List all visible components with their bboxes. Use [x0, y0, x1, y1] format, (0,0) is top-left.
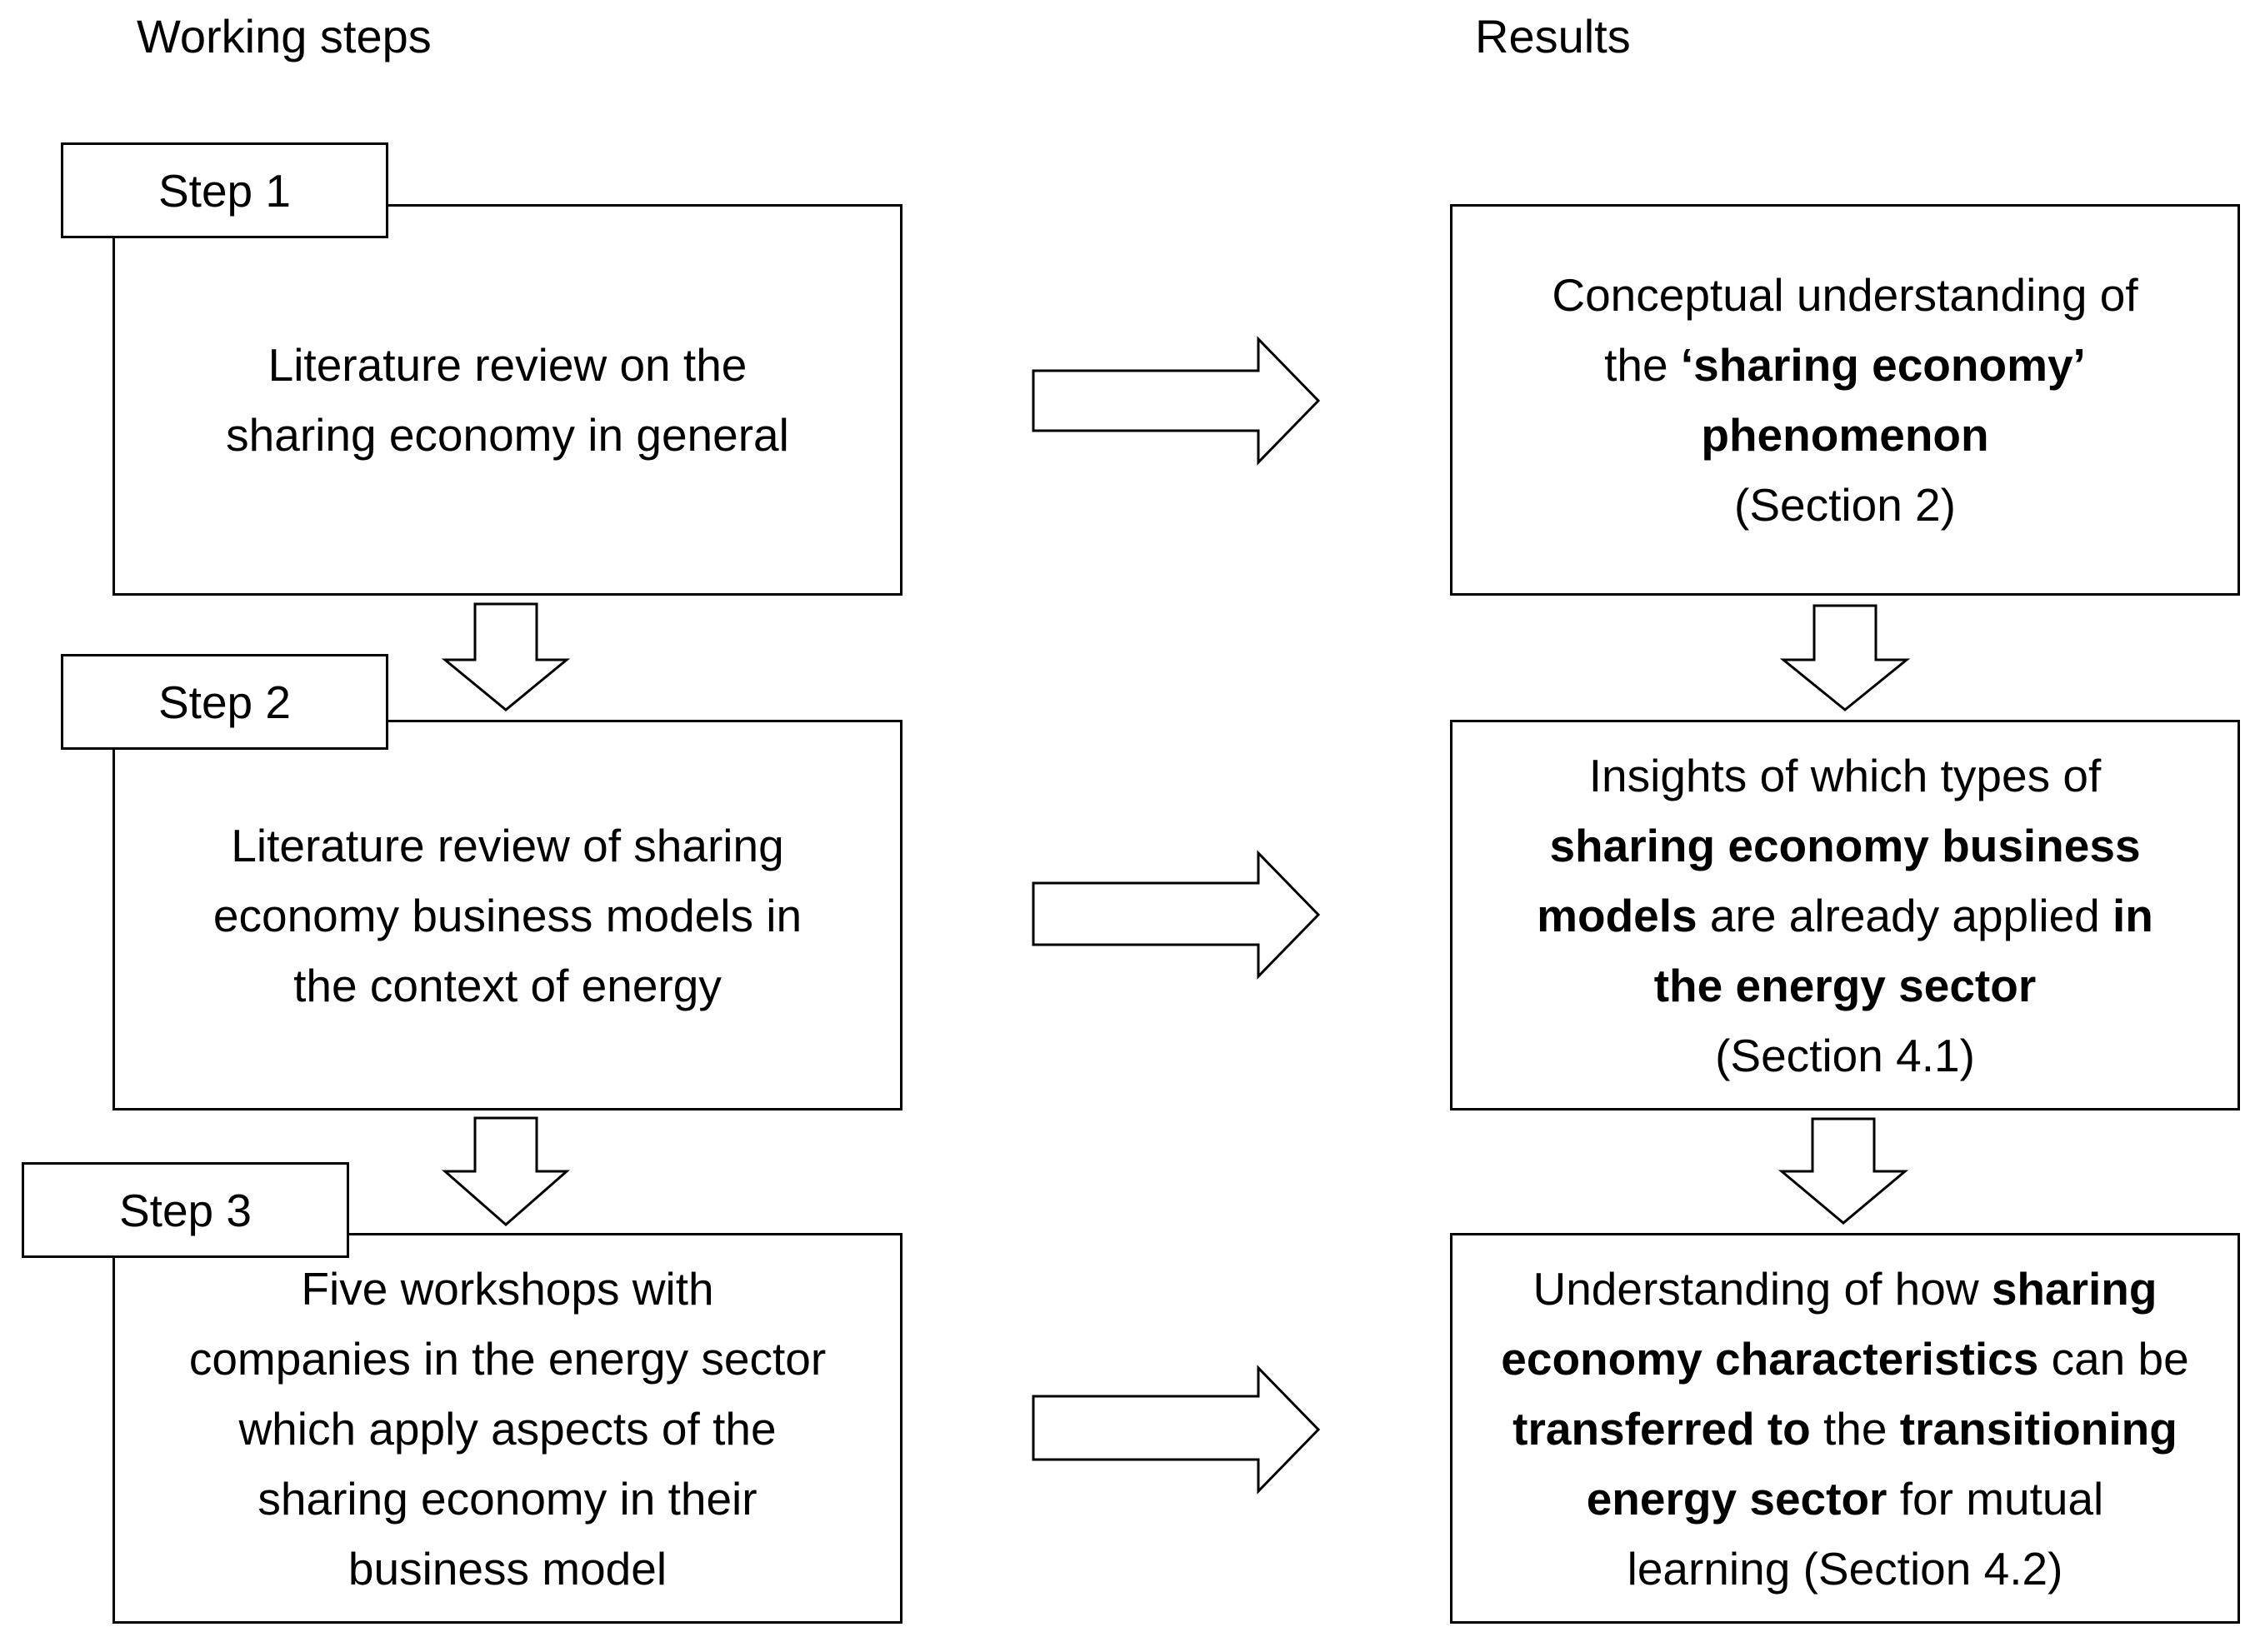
result-3-line: Understanding of how sharing [1532, 1254, 2157, 1324]
result-3-line: transferred to the transitioning [1512, 1394, 2178, 1464]
step-3-text: which apply aspects of the [238, 1402, 777, 1455]
bold-text: ‘sharing economy’ [1680, 339, 2086, 391]
down-arrow-icon [442, 1116, 570, 1226]
result-1-line: (Section 2) [1734, 470, 1956, 540]
result-2-box: Insights of which types of sharing econom… [1450, 720, 2240, 1110]
plain-text: the [1810, 1402, 1900, 1455]
result-2-line: (Section 4.1) [1715, 1021, 1975, 1091]
bold-text: sharing economy business [1549, 819, 2141, 871]
step-3-tab: Step 3 [22, 1162, 349, 1258]
result-3-line: learning (Section 4.2) [1628, 1534, 2063, 1604]
down-arrow-icon [1778, 1117, 1909, 1225]
result-3-line: energy sector for mutual [1587, 1464, 2104, 1534]
bold-text: energy sector [1586, 1472, 1888, 1525]
step-3-text: sharing economy in their [258, 1472, 758, 1525]
step-1-tab: Step 1 [61, 142, 388, 238]
bold-text: economy characteristics [1501, 1332, 2039, 1385]
bold-text: the energy sector [1653, 959, 2037, 1011]
result-1-line: Conceptual understanding of [1552, 260, 2138, 330]
step-3-box: Five workshops with companies in the ene… [112, 1233, 902, 1624]
step-2-text: economy business models in [212, 889, 802, 941]
plain-text: (Section 2) [1734, 479, 1956, 531]
step-2-text: Literature review of sharing [231, 819, 784, 871]
down-arrow-icon [1779, 604, 1911, 711]
plain-text: the [1604, 339, 1681, 391]
step-1-text: Literature review on the [268, 339, 748, 391]
bold-text: transferred to [1512, 1402, 1811, 1455]
plain-text: learning (Section 4.2) [1627, 1542, 2063, 1595]
plain-text: Understanding of how [1532, 1262, 1992, 1315]
bold-text: in [2112, 889, 2153, 941]
bold-text: phenomenon [1701, 409, 1989, 461]
result-2-line: models are already applied in [1537, 881, 2153, 951]
plain-text: can be [2038, 1332, 2189, 1385]
plain-text: Insights of which types of [1588, 749, 2102, 801]
bold-text: transitioning [1899, 1402, 2178, 1455]
result-2-line: the energy sector [1654, 951, 2037, 1021]
plain-text: (Section 4.1) [1715, 1029, 1975, 1081]
plain-text: for mutual [1887, 1472, 2104, 1525]
step-1-text: sharing economy in general [226, 409, 789, 461]
step-2-box: Literature review of sharing economy bus… [112, 720, 902, 1110]
step-3-text: companies in the energy sector [188, 1332, 827, 1385]
right-arrow-icon [1032, 850, 1321, 980]
result-1-line: phenomenon [1701, 400, 1988, 470]
step-2-text: the context of energy [293, 959, 722, 1011]
right-arrow-icon [1032, 1365, 1321, 1495]
result-1-box: Conceptual understanding of the ‘sharing … [1450, 204, 2240, 596]
working-steps-header: Working steps [137, 10, 432, 62]
results-header: Results [1475, 10, 1631, 62]
bold-text: sharing [1991, 1262, 2158, 1315]
result-2-line: sharing economy business [1549, 811, 2140, 881]
result-2-line: Insights of which types of [1589, 741, 2101, 811]
plain-text: Conceptual understanding of [1552, 269, 2138, 321]
plain-text: are already applied [1697, 889, 2113, 941]
step-3-text: Five workshops with [301, 1262, 714, 1315]
result-1-line: the ‘sharing economy’ [1604, 330, 2086, 400]
bold-text: models [1537, 889, 1698, 941]
right-arrow-icon [1032, 336, 1321, 466]
down-arrow-icon [441, 602, 571, 711]
step-1-box: Literature review on the sharing economy… [112, 204, 902, 596]
step-2-tab: Step 2 [61, 654, 388, 750]
step-3-text: business model [348, 1542, 668, 1595]
result-3-line: economy characteristics can be [1501, 1324, 2188, 1394]
